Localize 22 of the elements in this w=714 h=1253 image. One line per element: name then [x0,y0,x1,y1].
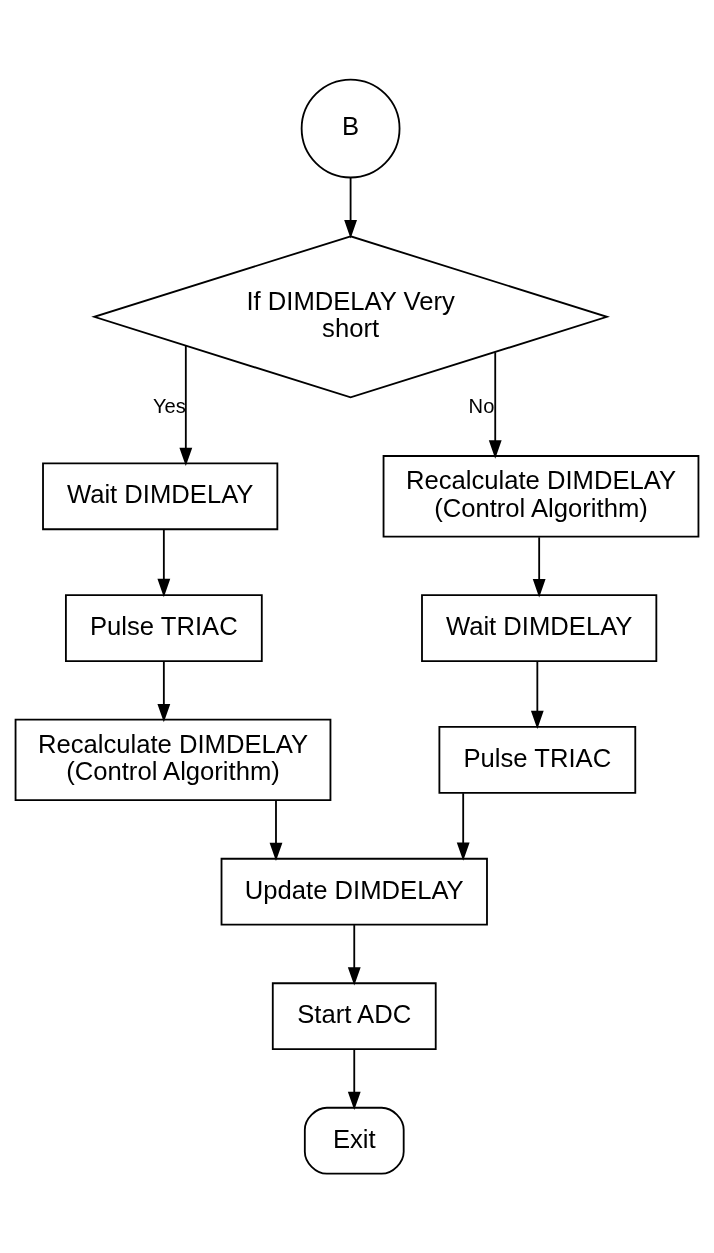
arrow [456,792,470,861]
arrow [488,351,502,459]
arrow [347,1048,361,1111]
node-box: Exit [303,1106,405,1175]
node-circle: B [300,78,401,179]
node-box: Pulse TRIAC [438,726,637,794]
arrow [157,660,171,723]
arrow [344,177,357,239]
node-diamond: If DIMDELAY Very short [91,235,610,399]
node-box: Recalculate DIMDELAY (Control Algorithm) [382,455,700,538]
arrow [157,528,171,598]
node-box: Pulse TRIAC [65,594,263,662]
node-box: Update DIMDELAY [220,857,488,926]
arrow [347,924,361,986]
node-box: Wait DIMDELAY [42,462,279,531]
arrow [530,660,544,729]
node-box: Recalculate DIMDELAY (Control Algorithm) [14,718,332,802]
arrow [269,800,283,862]
arrow [532,536,546,598]
node-box: Start ADC [271,982,437,1051]
arrow [179,344,193,467]
node-box: Wait DIMDELAY [421,594,658,662]
